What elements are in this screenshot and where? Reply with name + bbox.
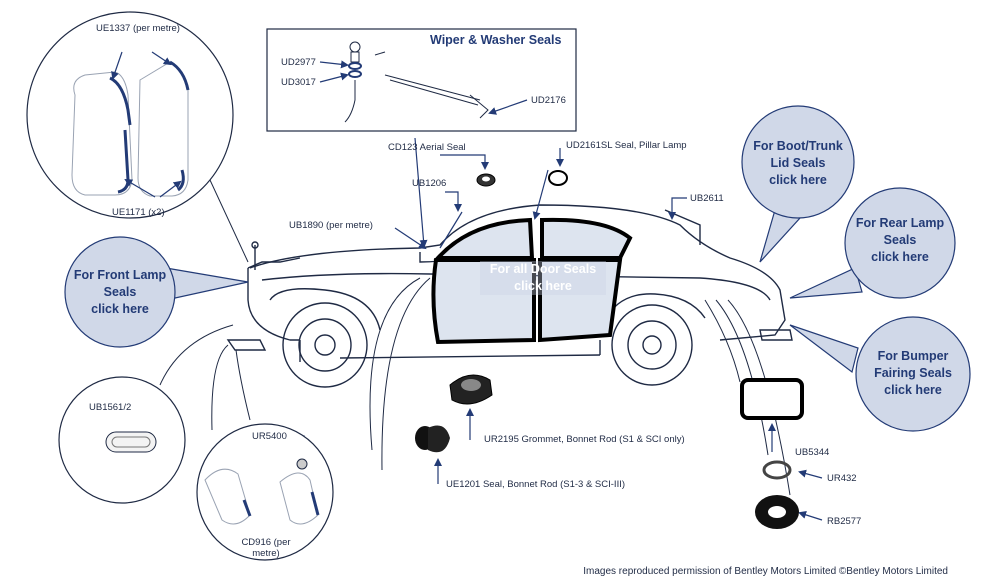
- grille-seal-inset: [26, 11, 249, 263]
- lamp-lens-inset: [58, 376, 186, 504]
- label-ur432: UR432: [827, 473, 857, 484]
- wiper-panel-title: Wiper & Washer Seals: [430, 33, 562, 47]
- label-ue1171: UE1171 (x2): [112, 207, 165, 218]
- rear-lamp-seals-link[interactable]: For Rear Lamp Seals click here: [845, 215, 955, 266]
- front-lamp-line1: For Front Lamp: [73, 268, 167, 282]
- label-ue1337: UE1337 (per metre): [96, 23, 180, 34]
- label-ud3017: UD3017: [281, 77, 316, 88]
- label-ub1890: UB1890 (per metre): [289, 220, 373, 231]
- door-seals-link[interactable]: For all Door Seals click here: [480, 261, 606, 295]
- label-ue1201: UE1201 Seal, Bonnet Rod (S1-3 & SCI-III): [446, 479, 626, 490]
- rear-lamp-line2: Seals: [883, 233, 917, 247]
- front-lamp-callout[interactable]: [64, 236, 249, 348]
- label-ur5400: UR5400: [252, 431, 287, 442]
- wiper-washer-panel: [266, 28, 577, 132]
- bumper-line3: click here: [884, 383, 942, 397]
- label-ub1561: UB1561/2: [89, 402, 132, 413]
- label-ub1206: UB1206: [412, 178, 447, 189]
- boot-trunk-callout[interactable]: [741, 105, 855, 263]
- rear-lamp-line1: For Rear Lamp: [855, 216, 945, 230]
- label-cd123: CD123 Aerial Seal: [388, 142, 466, 153]
- pillar-lamp-seal-part: [548, 170, 568, 186]
- label-rb2577: RB2577: [827, 516, 862, 527]
- label-cd916: CD916 (per metre): [241, 537, 291, 559]
- grommet-part: [449, 374, 493, 405]
- bumper-line1: For Bumper: [877, 349, 949, 363]
- image-credit: Images reproduced permission of Bentley …: [583, 566, 948, 577]
- label-ub5344: UB5344: [795, 447, 830, 458]
- bonnet-rod-seal-part: [415, 425, 450, 453]
- label-ur2195: UR2195 Grommet, Bonnet Rod (S1 & SCI onl…: [484, 434, 685, 445]
- boot-trunk-seals-link[interactable]: For Boot/Trunk Lid Seals click here: [743, 138, 853, 189]
- label-ub2611: UB2611: [690, 193, 724, 204]
- boot-trunk-line3: click here: [769, 173, 827, 187]
- gasket-part: [755, 495, 799, 529]
- doors-line1: For all Door Seals: [489, 262, 597, 276]
- bumper-callout[interactable]: [789, 316, 971, 432]
- front-lamp-seals-link[interactable]: For Front Lamp Seals click here: [65, 267, 175, 318]
- boot-trunk-line2: Lid Seals: [770, 156, 826, 170]
- front-lamp-line3: click here: [91, 302, 149, 316]
- inset-pointers: [159, 277, 791, 496]
- car-outline: [226, 204, 793, 388]
- rear-lamp-callout[interactable]: [789, 187, 956, 299]
- front-lamp-line2: Seals: [103, 285, 137, 299]
- label-ud2176: UD2176: [531, 95, 566, 106]
- ring-seal-part: [762, 460, 792, 480]
- label-ud2977: UD2977: [281, 57, 316, 68]
- boot-trunk-line1: For Boot/Trunk: [753, 139, 843, 153]
- label-cd916-line2: metre): [252, 548, 280, 559]
- rear-lamp-line3: click here: [871, 250, 929, 264]
- door-seal-outline[interactable]: [431, 217, 633, 345]
- label-cd916-line1: CD916 (per: [241, 537, 291, 548]
- bumper-seal-inset: [196, 423, 334, 561]
- label-ud2161sl: UD2161SL Seal, Pillar Lamp: [566, 140, 687, 151]
- lamp-seal-rect-part: [740, 378, 804, 420]
- doors-line2: click here: [514, 279, 572, 293]
- aerial-seal-part: [476, 173, 496, 187]
- bumper-fairing-seals-link[interactable]: For Bumper Fairing Seals click here: [858, 348, 968, 399]
- bumper-line2: Fairing Seals: [874, 366, 952, 380]
